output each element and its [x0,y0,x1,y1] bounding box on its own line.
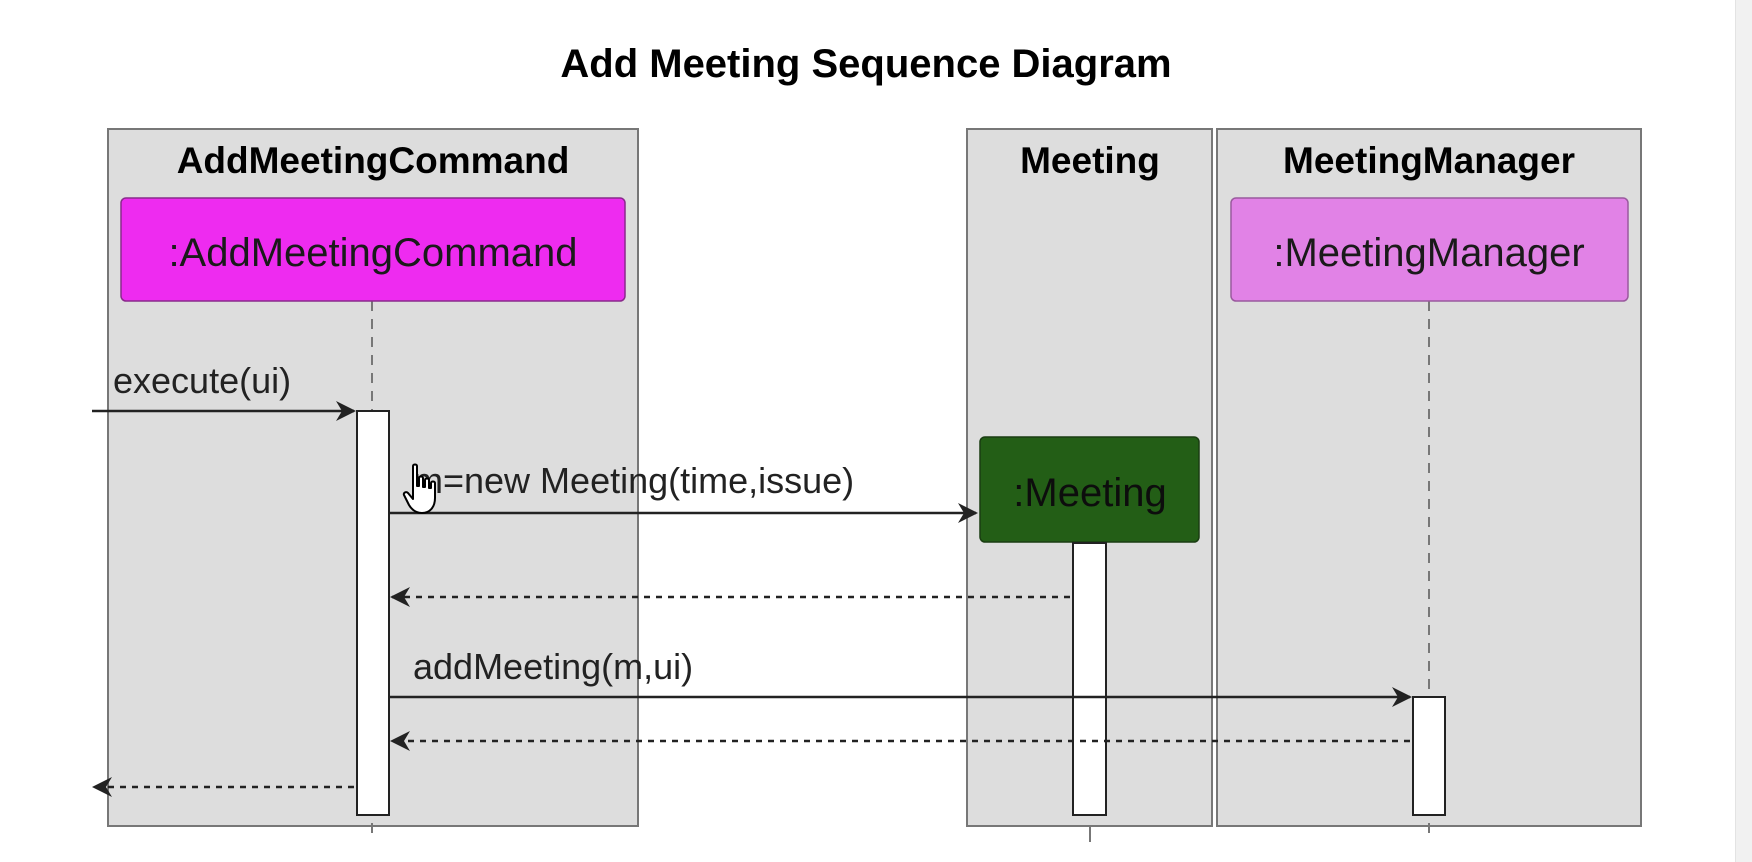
box-title-add-meeting-command: AddMeetingCommand [177,140,570,181]
message-execute: execute(ui) [92,360,356,421]
message-add-meeting: addMeeting(m,ui) [389,646,1412,707]
hand-cursor-icon [402,463,436,514]
participant-meeting-manager: :MeetingManager [1230,197,1629,302]
participant-label-add-meeting-command: :AddMeetingCommand [168,231,577,275]
activation-meeting-manager [1412,696,1446,816]
participant-meeting: :Meeting [979,436,1200,543]
diagram-title: Add Meeting Sequence Diagram [560,42,1171,86]
activation-add-meeting-command [356,410,390,816]
message-create-meeting: m=new Meeting(time,issue) [389,460,978,523]
participant-label-meeting-manager: :MeetingManager [1273,231,1584,275]
message-label-add-meeting: addMeeting(m,ui) [413,646,693,687]
message-label-create-meeting: m=new Meeting(time,issue) [413,460,854,501]
vertical-scrollbar[interactable] [1735,0,1752,862]
box-title-meeting: Meeting [1020,140,1160,181]
activation-meeting [1072,542,1107,816]
participant-label-meeting: :Meeting [1013,471,1166,515]
participant-add-meeting-command: :AddMeetingCommand [120,197,626,302]
box-title-meeting-manager: MeetingManager [1283,140,1575,181]
message-label-execute: execute(ui) [113,360,291,401]
